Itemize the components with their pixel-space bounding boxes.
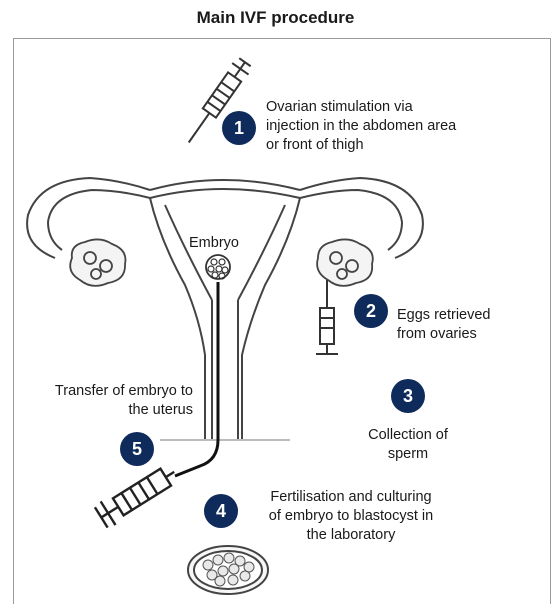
step-2-badge: 2 (354, 294, 388, 328)
petri-dish-icon (188, 546, 268, 594)
step-3-badge: 3 (391, 379, 425, 413)
step-3-label: Collection of sperm (358, 426, 458, 464)
transfer-syringe-icon (94, 460, 182, 529)
step-4-label: Fertilisation and culturing of embryo to… (268, 488, 434, 545)
step-4-badge: 4 (204, 494, 238, 528)
left-ovary (70, 239, 125, 285)
step-2-label: Eggs retrieved from ovaries (397, 306, 515, 344)
right-ovary (317, 239, 373, 285)
step-1-badge: 1 (222, 111, 256, 145)
step-5-badge: 5 (120, 432, 154, 466)
egg-retrieval-syringe-icon (316, 280, 338, 354)
embryo-label: Embryo (189, 234, 239, 253)
step-5-label: Transfer of embryo to the uterus (40, 382, 193, 420)
step-1-label: Ovarian stimulation via injection in the… (266, 98, 466, 155)
embryo-icon (206, 255, 230, 279)
